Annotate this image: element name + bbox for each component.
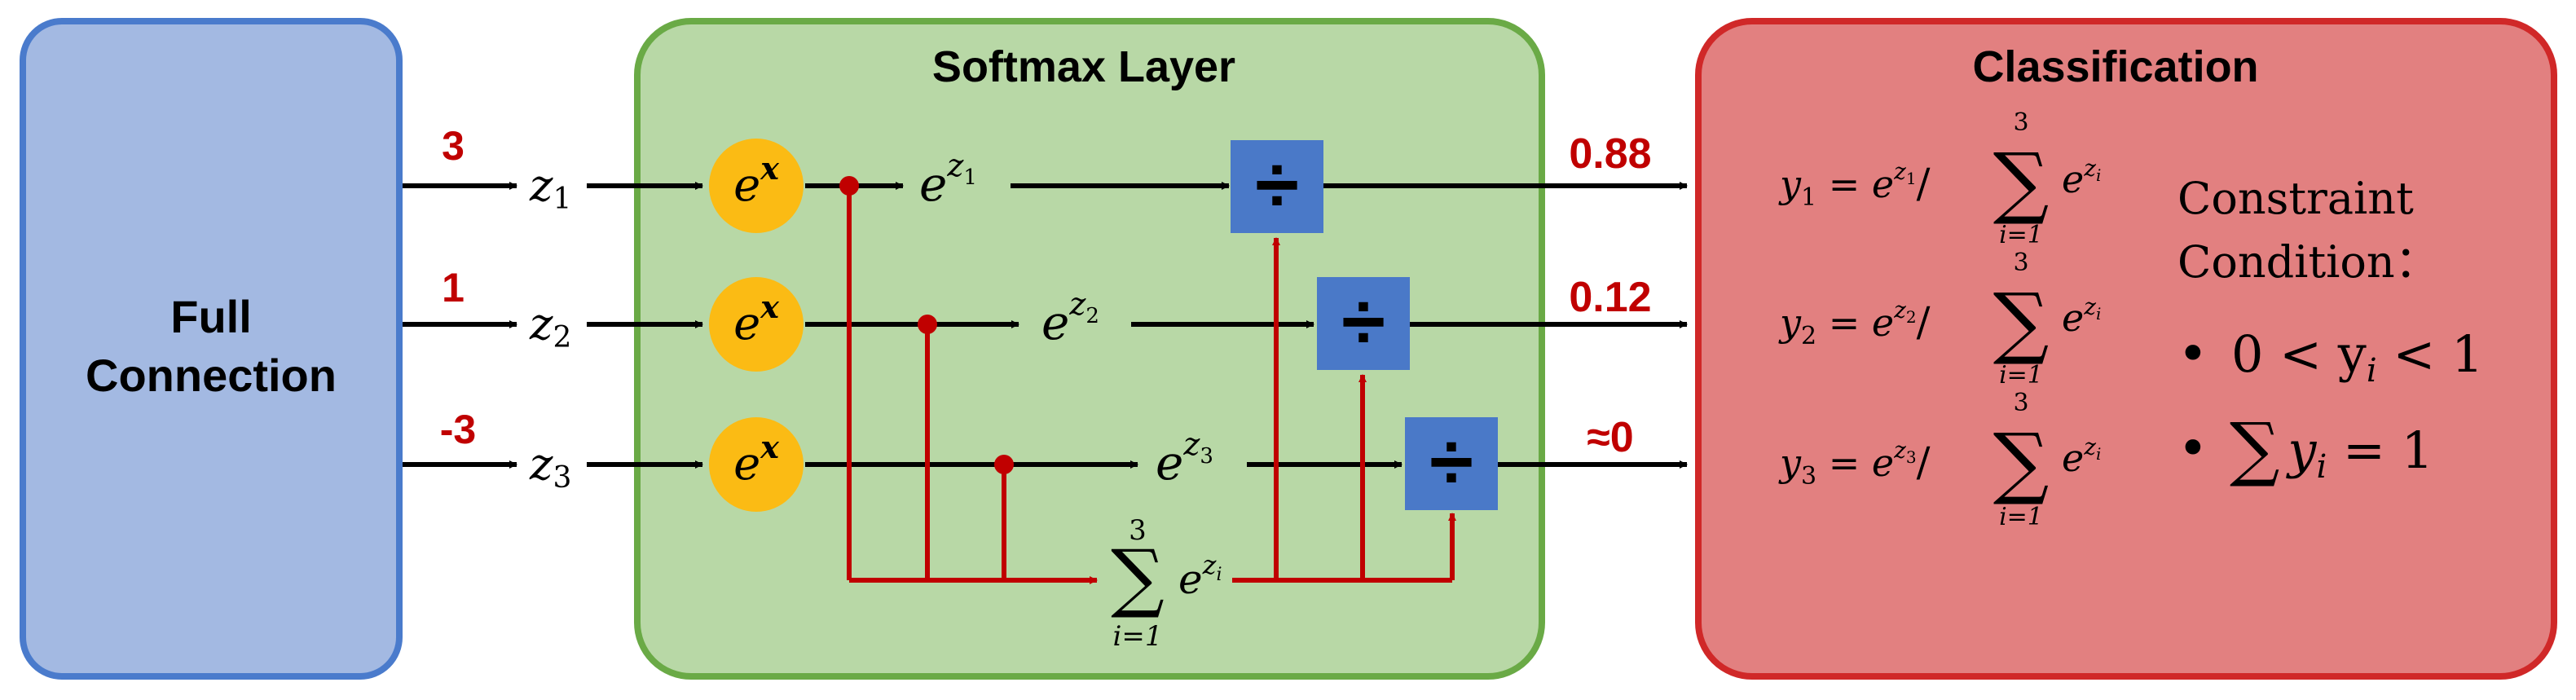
svg-text:ex: ex (733, 150, 780, 212)
divide-icon-2: ÷ (1341, 276, 1385, 366)
exp-node-circle-3 (709, 417, 804, 512)
constraint-heading-line2: Condition： (2177, 236, 2439, 288)
softmax-title: Softmax Layer (932, 42, 1235, 91)
divide-node-3: ÷ (1405, 416, 1498, 510)
sum-upper-limit: 3 (1129, 514, 1147, 547)
formula-sum-symbol-3: ∑ (1993, 416, 2050, 508)
svg-text:∑yi = 1: ∑yi = 1 (2230, 408, 2433, 490)
branch-dot-3 (994, 455, 1014, 474)
sum-symbol: ∑ (1111, 534, 1165, 621)
input-row-3: -3 z3 (403, 407, 703, 495)
svg-text:ex: ex (733, 429, 780, 491)
z-variable-1: z1 (529, 160, 571, 216)
exp-output-3: ez3 (1156, 426, 1213, 491)
sum-distribution-lines (1232, 237, 1456, 583)
exp-node-1: ex (709, 139, 804, 233)
z-variable-2: z2 (529, 298, 571, 354)
sum-collector-lines (847, 186, 1098, 584)
svg-text:y2 = ez2/: y2 = ez2/ (1778, 297, 1931, 350)
formula-2: y2 = ez2/ 3 ∑ i=1 ezi (1778, 249, 2101, 390)
classification-box (1695, 18, 2557, 680)
bullet-icon-1: • (2177, 324, 2208, 385)
formula-3: y3 = ez3/ 3 ∑ i=1 ezi (1778, 389, 2101, 531)
constraint-heading-line1: Constraint (2177, 173, 2414, 224)
branch-dot-1 (839, 176, 859, 196)
svg-text:ezi: ezi (2062, 155, 2101, 201)
exp-output-1: ez1 (919, 147, 977, 212)
svg-text:3: 3 (2013, 249, 2028, 277)
sum-lower-limit: i=1 (1113, 620, 1163, 653)
formula-1: y1 = ez1/ 3 ∑ i=1 ezi (1778, 108, 2101, 249)
svg-text:i=1: i=1 (1999, 503, 2043, 531)
divide-icon-3: ÷ (1429, 416, 1473, 506)
output-value-3: ≈0 (1587, 414, 1633, 461)
constraint-2: • ∑yi = 1 (2177, 408, 2433, 490)
exp-node-circle-1 (709, 139, 804, 233)
input-row-1: 3 z1 (403, 123, 703, 216)
svg-text:ezi: ezi (2062, 293, 2101, 340)
divide-icon-1: ÷ (1255, 139, 1299, 229)
constraint-1: • 0 < yi < 1 (2177, 324, 2483, 390)
bullet-icon-2: • (2177, 419, 2208, 479)
branch-dot-2 (918, 315, 937, 334)
formula-sum-symbol-2: ∑ (1993, 276, 2050, 368)
full-connection-label-line2: Connection (86, 350, 337, 401)
classification-title: Classification (1972, 42, 2258, 91)
divide-node-1: ÷ (1231, 139, 1323, 233)
z-variable-3: z3 (529, 438, 571, 495)
svg-text:ezi: ezi (2062, 434, 2101, 480)
full-connection-label-line1: Full (170, 291, 252, 342)
exp-node-circle-2 (709, 277, 804, 372)
svg-text:i=1: i=1 (1999, 221, 2043, 249)
formula-sum-symbol-1: ∑ (1993, 136, 2050, 227)
exp-node-3: ex (709, 417, 804, 512)
output-value-2: 0.12 (1569, 274, 1651, 321)
divide-node-2: ÷ (1317, 276, 1410, 370)
svg-text:0 < yi < 1: 0 < yi < 1 (2231, 324, 2483, 390)
svg-text:y1 = ez1/: y1 = ez1/ (1778, 158, 1931, 212)
input-value-3: -3 (440, 407, 476, 452)
input-value-1: 3 (442, 123, 465, 169)
exp-output-2: ez2 (1041, 286, 1099, 350)
input-value-2: 1 (442, 265, 465, 310)
sum-exponential: ezi (1178, 549, 1222, 603)
svg-text:i=1: i=1 (1999, 361, 2043, 390)
svg-text:3: 3 (2013, 108, 2028, 137)
svg-text:3: 3 (2013, 389, 2028, 417)
exp-node-2: ex (709, 277, 804, 372)
input-row-2: 1 z2 (403, 265, 703, 354)
sum-term: 3 ∑ i=1 ezi (1111, 514, 1222, 653)
svg-text:ex: ex (733, 288, 780, 350)
output-value-1: 0.88 (1569, 130, 1651, 178)
full-connection-box (20, 18, 403, 680)
svg-text:y3 = ez3/: y3 = ez3/ (1778, 437, 1931, 491)
